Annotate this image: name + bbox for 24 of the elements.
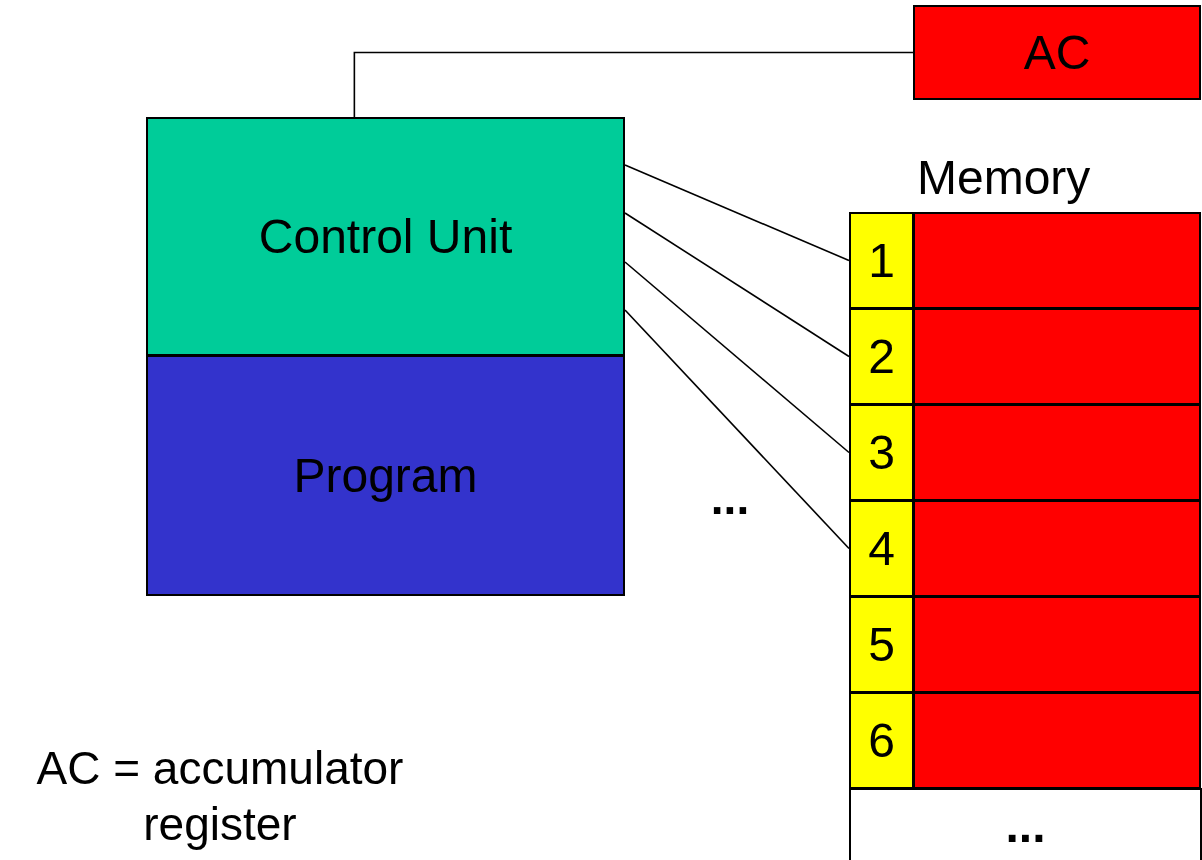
memory-cell — [913, 212, 1201, 309]
address-cell: 1 — [849, 212, 914, 309]
memory-cell — [913, 596, 1201, 693]
address-cell: 3 — [849, 404, 914, 501]
connector-line — [624, 212, 850, 358]
definition-note: AC = accumulator register — [35, 741, 405, 852]
ellipsis: ... — [709, 471, 751, 526]
memory-cell — [913, 692, 1201, 789]
control-unit-box: Control Unit — [146, 117, 625, 356]
connector-line — [624, 309, 850, 550]
memory-cell — [913, 500, 1201, 597]
connector-line — [624, 164, 850, 262]
memory-cell — [913, 308, 1201, 405]
address-cell: 6 — [849, 692, 914, 789]
memory-cell — [913, 404, 1201, 501]
memory-cell: ... — [849, 788, 1202, 860]
address-cell: 5 — [849, 596, 914, 693]
connector-line — [353, 51, 914, 118]
register-box: AC — [913, 5, 1201, 100]
address-cell: 2 — [849, 308, 914, 405]
connector-line — [624, 261, 850, 454]
memory-heading: Memory — [917, 150, 1091, 206]
program-box: Program — [146, 355, 625, 596]
address-cell: 4 — [849, 500, 914, 597]
